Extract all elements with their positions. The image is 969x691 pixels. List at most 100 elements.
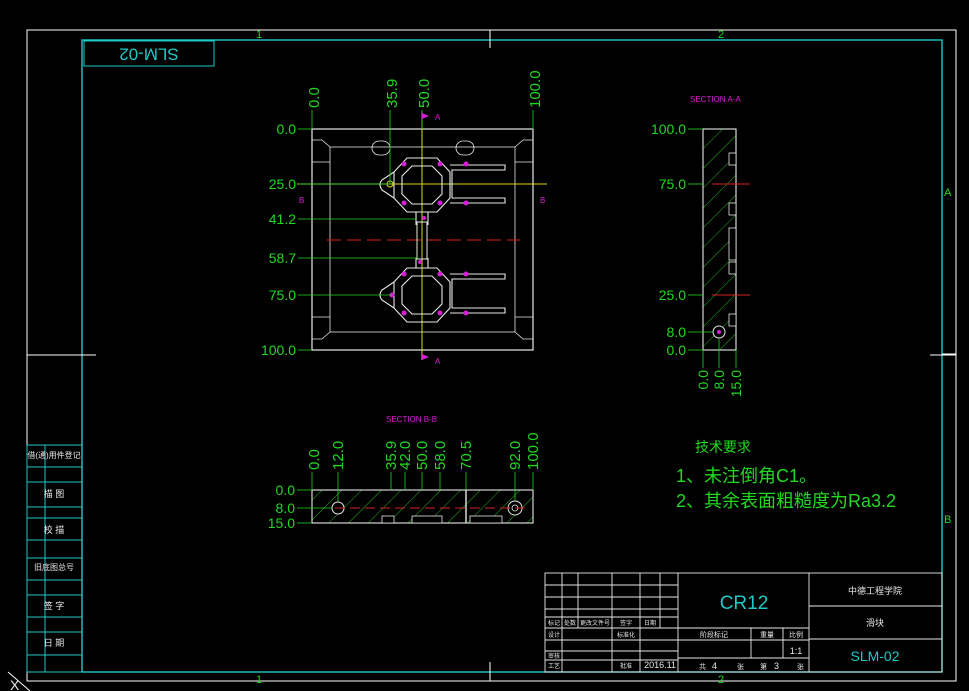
corner-pockets	[312, 139, 533, 340]
edge-points	[389, 161, 469, 316]
sheet-total: 4	[712, 661, 717, 671]
corner-mark: X	[10, 677, 20, 691]
section-aa-y-dim-lines	[688, 128, 737, 368]
weight-label: 重量	[760, 631, 774, 639]
front-y-dim-lines	[298, 128, 417, 351]
scale-value: 1:1	[790, 646, 803, 656]
total-suffix: 张	[737, 662, 744, 671]
notes-line-2: 2、其余表面粗糙度为Ra3.2	[676, 491, 896, 511]
technical-notes: 技术要求 1、未注倒角C1。 2、其余表面粗糙度为Ra3.2	[676, 439, 896, 511]
section-bb-x-dim-lines	[297, 472, 534, 524]
header-cell-1: 处数	[564, 619, 576, 627]
front-y-label-5: 100.0	[261, 342, 296, 358]
stage-label: 阶段标记	[700, 630, 728, 639]
part-name: 滑块	[866, 617, 884, 628]
section-bb-title: SECTION B-B	[386, 415, 437, 424]
front-y-label-3: 58.7	[269, 250, 296, 266]
front-y-label-0: 0.0	[277, 121, 297, 137]
scale-label: 比例	[789, 630, 803, 639]
section-bb-y-label-2: 15.0	[268, 515, 295, 531]
section-bb-x-label-0: 0.0	[306, 449, 323, 470]
section-aa-x-label-0: 0.0	[695, 370, 711, 390]
strip-label-2: 校 描	[44, 524, 65, 535]
front-x-label-1: 35.9	[384, 79, 401, 108]
section-bb-cuts	[381, 515, 503, 524]
school-name: 中德工程学院	[848, 585, 902, 596]
front-x-label-2: 50.0	[416, 79, 433, 108]
front-y-label-1: 25.0	[269, 176, 296, 192]
header-cell-3: 签字	[620, 619, 632, 627]
front-y-label-4: 75.0	[269, 287, 296, 303]
upper-octagon-pocket	[379, 157, 506, 225]
zone-col-2-bottom: 2	[718, 674, 724, 686]
section-bb-x-label-5: 58.0	[432, 441, 449, 470]
zone-col-2-top: 2	[718, 29, 724, 41]
section-aa-y-label-2: 25.0	[659, 287, 686, 303]
drawing-number-box: SLM-02	[83, 40, 215, 67]
section-bb-x-label-4: 50.0	[414, 441, 431, 470]
section-mark-b-right: B	[540, 196, 545, 205]
section-mark-b-left: B	[299, 196, 304, 205]
section-aa-y-label-0: 100.0	[651, 121, 686, 137]
front-y-label-2: 41.2	[269, 211, 296, 227]
strip-label-0: 借(通)用件登记	[27, 450, 80, 460]
sheet-prefix: 第	[760, 662, 767, 671]
total-prefix: 共	[699, 662, 706, 671]
section-bb-y-label-0: 0.0	[276, 482, 296, 498]
section-bb-x-label-2: 35.9	[383, 441, 400, 470]
section-bb-x-label-7: 92.0	[507, 441, 524, 470]
section-bb-x-label-3: 42.0	[397, 441, 414, 470]
header-cell-2: 更改文件号	[580, 619, 610, 627]
section-a-a-view: SECTION A-A 100.0 75.0 25.0 8.0 0.0 0.0 …	[651, 95, 750, 397]
material-text: CR12	[720, 593, 769, 614]
front-x-label-3: 100.0	[527, 70, 544, 108]
zone-col-1-top: 1	[256, 29, 262, 41]
strip-label-4: 签 字	[44, 600, 65, 611]
review-cell-1: 工艺	[548, 662, 560, 670]
left-signoff-strip: 借(通)用件登记 描 图 校 描 旧底图总号 签 字 日 期	[26, 444, 83, 673]
front-x-label-0: 0.0	[306, 87, 323, 108]
center-slot	[416, 221, 428, 260]
header-cell-4: 日期	[644, 619, 656, 627]
zone-col-1-bottom: 1	[256, 674, 262, 686]
section-bb-y-label-1: 8.0	[276, 500, 296, 516]
drawing-number-rotated: SLM-02	[119, 45, 179, 64]
title-drawing-number: SLM-02	[850, 648, 899, 664]
sheet-number: 3	[774, 661, 779, 671]
section-aa-y-label-4: 0.0	[667, 342, 687, 358]
front-x-dim-lines	[311, 110, 534, 184]
section-aa-y-label-1: 75.0	[659, 176, 686, 192]
section-aa-y-label-3: 8.0	[667, 324, 687, 340]
zone-row-b: B	[944, 514, 951, 526]
header-cell-0: 标记	[548, 619, 560, 627]
role-cell-standard: 标准化	[617, 631, 635, 639]
strip-label-1: 描 图	[44, 488, 65, 499]
date-text: 2016.11	[644, 660, 676, 670]
section-mark-a-top: A	[435, 113, 441, 122]
notes-title: 技术要求	[695, 439, 751, 455]
section-aa-title: SECTION A-A	[690, 95, 741, 104]
review-cell-2: 批准	[620, 662, 632, 670]
role-cell-design: 设计	[548, 631, 560, 639]
title-block: CR12 中德工程学院 滑块 SLM-02 标记 处数 更改文件号 签字 日期 …	[544, 572, 943, 673]
section-aa-x-label-2: 15.0	[728, 370, 744, 397]
section-markers	[422, 113, 429, 360]
zone-labels: 1 2 1 2 A B X	[10, 29, 952, 691]
section-bb-x-label-8: 100.0	[525, 432, 542, 470]
sheet-suffix: 张	[797, 662, 804, 671]
section-aa-x-label-1: 8.0	[711, 370, 727, 390]
strip-label-5: 日 期	[44, 638, 65, 648]
front-view: 0.0 35.9 50.0 100.0 0.0 25.0 41.2 58.7 7…	[261, 70, 547, 366]
section-b-b-view: SECTION B-B 0.0 12.0 35.9 42.0 50.0 58.0…	[268, 415, 542, 531]
section-bb-x-label-6: 70.5	[458, 441, 475, 470]
review-cell-0: 审核	[548, 652, 560, 660]
notes-line-1: 1、未注倒角C1。	[676, 466, 817, 486]
section-bb-x-label-1: 12.0	[330, 441, 347, 470]
drawing-frame	[7, 29, 957, 691]
section-aa-notches	[728, 152, 737, 327]
section-mark-a-bottom: A	[435, 357, 441, 366]
strip-label-3: 旧底图总号	[34, 562, 74, 572]
lower-octagon-pocket	[379, 258, 506, 323]
zone-row-a: A	[944, 187, 952, 199]
